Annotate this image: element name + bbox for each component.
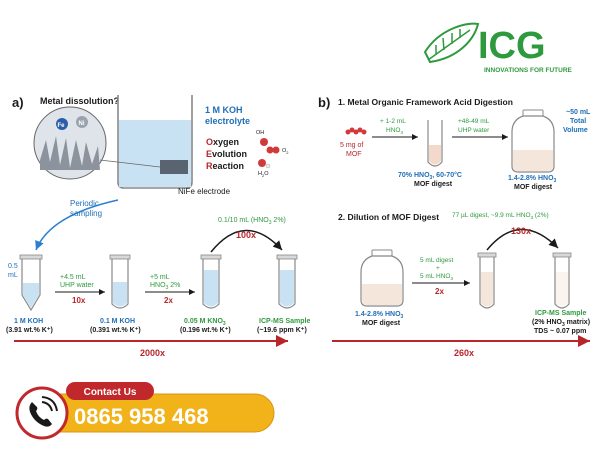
svg-text:(3.91 wt.% K⁺): (3.91 wt.% K⁺) <box>6 327 53 334</box>
dilution-tube <box>477 252 497 309</box>
svg-text:1.4-2.8% HNO3: 1.4-2.8% HNO3 <box>355 311 404 320</box>
electrode-label: NiFe electrode <box>178 187 231 196</box>
svg-text:10x: 10x <box>72 296 86 305</box>
contact-banner-graphic: Contact Us 0865 958 468 <box>15 382 275 440</box>
section-1-title: 1. Metal Organic Framework Acid Digestio… <box>338 97 513 107</box>
panel-a-letter: a) <box>12 95 24 110</box>
svg-text:sampling: sampling <box>70 209 102 218</box>
svg-text:100x: 100x <box>236 230 256 240</box>
svg-text:HNO3: HNO3 <box>386 127 403 135</box>
svg-text:260x: 260x <box>454 348 474 358</box>
svg-text:ICP-MS Sample: ICP-MS Sample <box>535 310 586 317</box>
svg-text:0.05 M KNO3: 0.05 M KNO3 <box>184 318 226 327</box>
tube-1 <box>19 254 43 312</box>
svg-text:5 mL digest: 5 mL digest <box>420 257 454 264</box>
svg-text:Oxygen: Oxygen <box>206 137 239 147</box>
svg-text:electrolyte: electrolyte <box>205 116 250 126</box>
svg-text:UHP water: UHP water <box>60 282 94 289</box>
logo-text: ICG <box>478 25 546 67</box>
nife-electrode <box>160 160 188 174</box>
svg-text:Volume: Volume <box>563 127 588 134</box>
svg-text:+48-49 mL: +48-49 mL <box>458 118 490 125</box>
svg-text:2000x: 2000x <box>140 348 165 358</box>
molecules: OH O2 H2O <box>256 130 289 178</box>
svg-text:Ni: Ni <box>79 121 85 127</box>
oer-label: Oxygen Evolution Reaction <box>206 137 247 171</box>
section-2-title: 2. Dilution of MOF Digest <box>338 212 439 222</box>
periodic-sampling-arrow <box>35 199 119 251</box>
svg-text:+5 mL: +5 mL <box>150 274 170 281</box>
contact-phone[interactable]: 0865 958 468 <box>74 404 209 429</box>
svg-text:ICP-MS Sample: ICP-MS Sample <box>259 318 310 325</box>
svg-text:MOF: MOF <box>346 151 362 158</box>
tube-3 <box>200 254 222 309</box>
mof-digest-jar <box>360 249 404 307</box>
mof-crystals <box>345 127 367 135</box>
phone-icon <box>29 396 58 427</box>
volume-jar <box>511 109 555 173</box>
icg-logo: ICG INNOVATIONS FOR FUTURE <box>423 22 573 74</box>
svg-text:TDS ~ 0.07 ppm: TDS ~ 0.07 ppm <box>534 328 586 335</box>
svg-text:UHP water: UHP water <box>458 127 490 134</box>
svg-text:2x: 2x <box>435 287 444 296</box>
svg-text:5 mg of: 5 mg of <box>340 142 363 149</box>
fe-atom <box>56 118 68 130</box>
svg-text:MOF digest: MOF digest <box>414 181 453 188</box>
ni-atom <box>76 116 88 128</box>
icp-ms-tube <box>552 252 572 309</box>
svg-text:70% HNO3, 60-70°C: 70% HNO3, 60-70°C <box>398 171 462 181</box>
digest-tube <box>427 120 443 167</box>
svg-text:(0.196 wt.% K⁺): (0.196 wt.% K⁺) <box>180 327 231 334</box>
svg-text:0.1 M KOH: 0.1 M KOH <box>100 318 135 325</box>
svg-text:77 µL digest, ~9.9 mL HNO3 (2%: 77 µL digest, ~9.9 mL HNO3 (2%) <box>452 212 549 220</box>
svg-text:HNO3 2%: HNO3 2% <box>150 282 180 291</box>
svg-text:1 M KOH: 1 M KOH <box>205 105 243 115</box>
magnified-electrode-view: Fe Ni <box>33 106 107 180</box>
svg-text:2x: 2x <box>164 296 173 305</box>
svg-text:+ 1-2 mL: + 1-2 mL <box>380 118 406 125</box>
tube-4 <box>276 254 298 309</box>
svg-text:0.1/10 mL (HNO3 2%): 0.1/10 mL (HNO3 2%) <box>218 217 286 226</box>
svg-text:1.4-2.8% HNO3: 1.4-2.8% HNO3 <box>508 175 557 184</box>
svg-text:~50 mL: ~50 mL <box>566 109 591 116</box>
svg-text:(~19.6 ppm K⁺): (~19.6 ppm K⁺) <box>257 327 307 334</box>
svg-text:5 mL HNO3: 5 mL HNO3 <box>420 273 453 281</box>
section-2-curved-arrow <box>486 228 559 251</box>
metal-dissolution-label: Metal dissolution? <box>40 96 119 106</box>
svg-text:MOF digest: MOF digest <box>362 320 401 327</box>
logo-tagline: INNOVATIONS FOR FUTURE <box>484 67 573 74</box>
contact-label: Contact Us <box>84 387 137 398</box>
panel-b-letter: b) <box>318 95 330 110</box>
svg-text:(0.391 wt.% K⁺): (0.391 wt.% K⁺) <box>90 327 141 334</box>
svg-text:(2% HNO3 matrix): (2% HNO3 matrix) <box>532 319 590 328</box>
svg-text:O2: O2 <box>282 148 289 155</box>
svg-text:MOF digest: MOF digest <box>514 184 553 191</box>
svg-text:Total: Total <box>570 118 586 125</box>
svg-text:Evolution: Evolution <box>206 149 247 159</box>
svg-text:Reaction: Reaction <box>206 161 244 171</box>
svg-text:Fe: Fe <box>58 123 66 129</box>
svg-text:0.5: 0.5 <box>8 263 18 270</box>
svg-text:Periodic: Periodic <box>70 199 99 208</box>
svg-text:130x: 130x <box>511 226 531 236</box>
svg-text:1 M KOH: 1 M KOH <box>14 318 43 325</box>
contact-banner[interactable]: Contact Us 0865 958 468 <box>12 380 280 440</box>
svg-text:+: + <box>436 265 440 272</box>
svg-text:OH: OH <box>256 130 264 136</box>
step-3-arrow <box>210 229 283 253</box>
svg-text:H2O: H2O <box>258 171 269 178</box>
tube-2 <box>109 254 131 309</box>
leaf-icon <box>423 22 480 64</box>
svg-text:+4.5 mL: +4.5 mL <box>60 274 86 281</box>
svg-text:mL: mL <box>8 272 18 279</box>
beaker <box>99 95 193 189</box>
